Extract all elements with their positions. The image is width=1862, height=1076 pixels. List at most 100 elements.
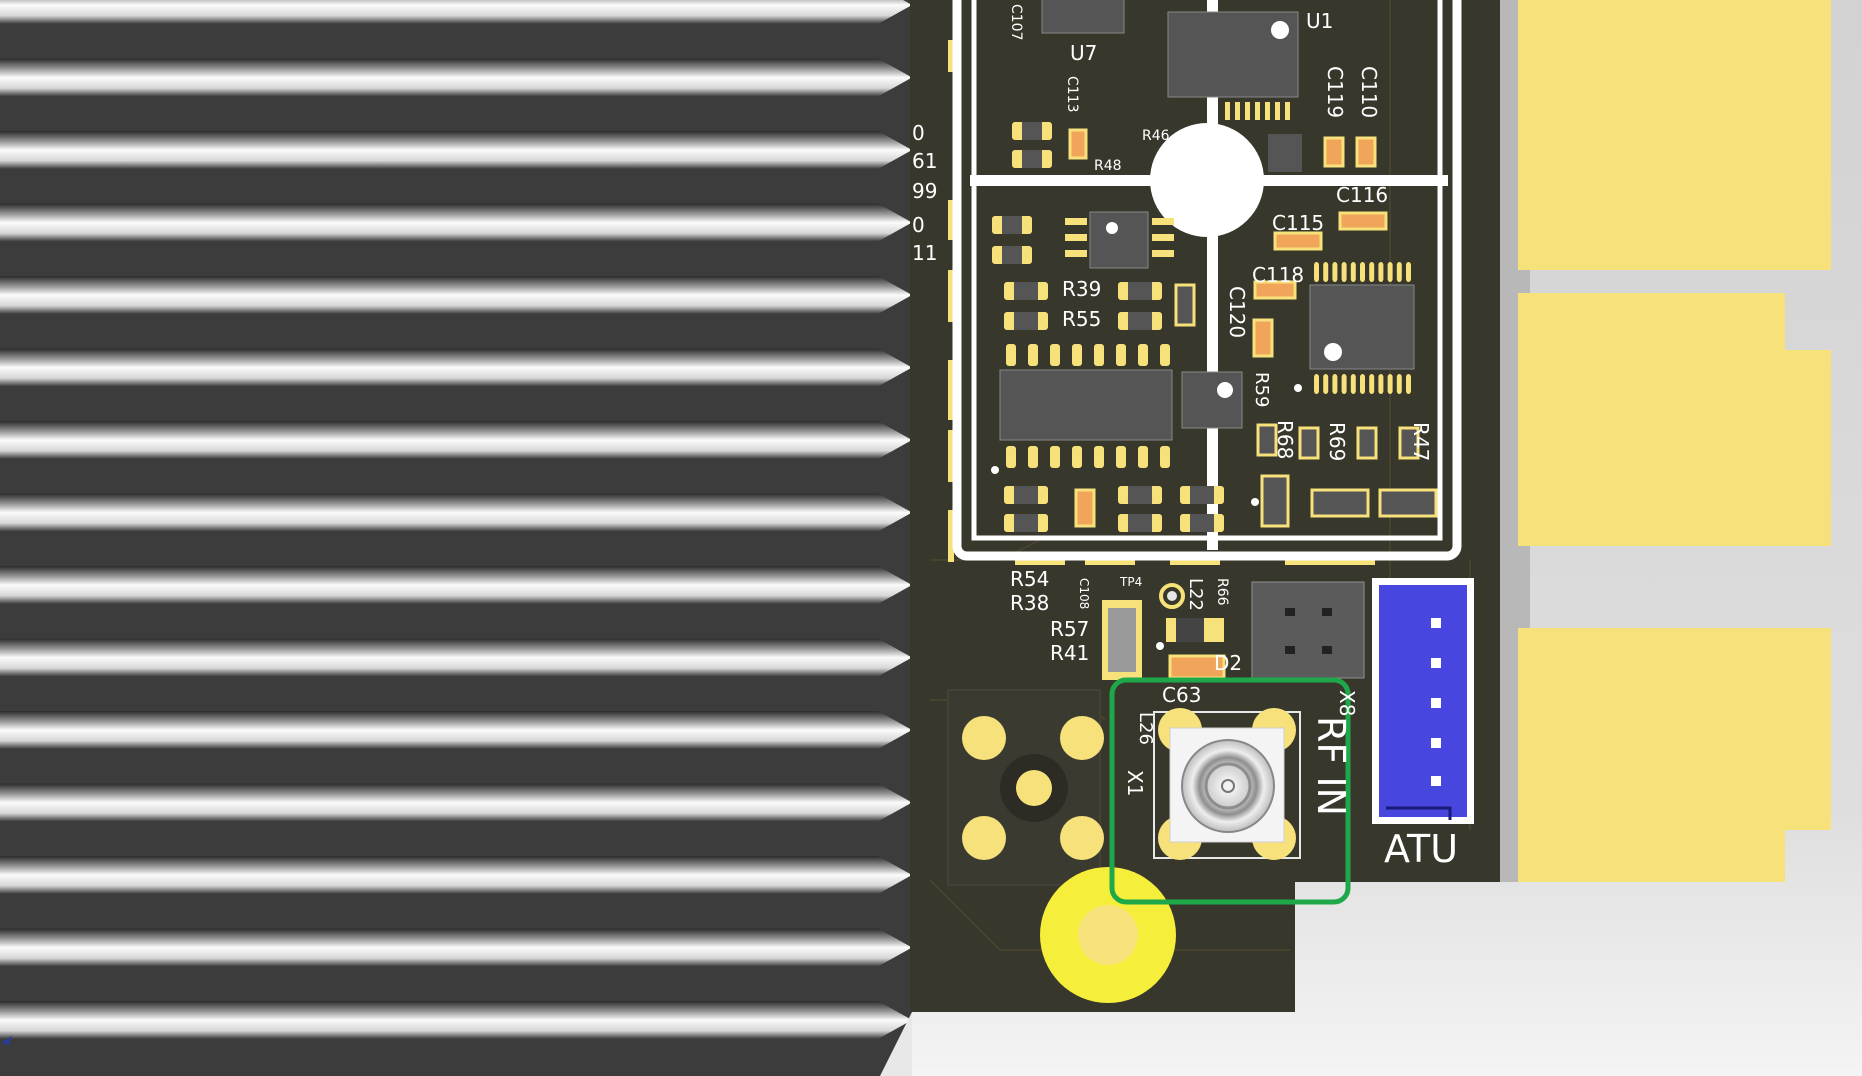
shield-vertical-rib: [1207, 0, 1218, 550]
chip-pin: [1006, 344, 1016, 366]
chip-pin: [1350, 262, 1356, 282]
chip-small-2: [1181, 371, 1243, 429]
heatsink-fin: [0, 421, 912, 459]
chip-pin: [1406, 262, 1411, 282]
label-r68: R68: [1273, 420, 1297, 459]
chip-pin: [1387, 374, 1393, 394]
chip-u7: [1041, 0, 1125, 34]
label-edge-2: 99: [912, 179, 937, 203]
chip-soic-large: [991, 344, 1173, 474]
chip-pin: [1378, 262, 1384, 282]
chip-pin: [1094, 344, 1104, 366]
label-r46: R46: [1142, 128, 1170, 144]
tp4-ring: [1159, 583, 1185, 609]
l22-body: [1176, 618, 1204, 642]
label-edge-1: 61: [912, 149, 937, 173]
chip-pin: [1323, 374, 1329, 394]
pad-bl: [962, 816, 1006, 860]
label-c115: C115: [1272, 211, 1324, 235]
chip-pin: [1360, 374, 1365, 394]
chip-pin: [1050, 446, 1060, 468]
lower-components: [1102, 581, 1365, 680]
label-tp4: TP4: [1119, 575, 1142, 589]
label-l22: L22: [1185, 578, 1206, 611]
sma-pin: [1221, 779, 1235, 793]
heatsink-corner: [880, 1012, 912, 1076]
label-r39: R39: [1062, 277, 1101, 301]
heatsink-fin: [0, 493, 912, 532]
heatsink-fin: [0, 1001, 912, 1039]
rf-shield-frame: [952, 0, 1462, 561]
label-c63: C63: [1162, 683, 1201, 707]
chip-pin: [1323, 262, 1329, 282]
chip-pin: [1341, 262, 1347, 282]
resistors-left: [992, 216, 1196, 330]
chip-pin: [1396, 374, 1402, 394]
heatsink-fin: [0, 856, 912, 894]
chip-pin: [1350, 374, 1356, 394]
label-c116: C116: [1336, 183, 1388, 207]
label-r66: R66: [1214, 578, 1230, 606]
heatsink-fin: [0, 131, 912, 169]
chip-pin: [1116, 344, 1126, 366]
label-r57: R57: [1050, 617, 1089, 641]
chip-u1-pins: [1225, 102, 1290, 120]
label-r54: R54: [1010, 567, 1049, 591]
shield-outer: [952, 0, 1462, 561]
chip-pin: [1387, 262, 1393, 282]
components: [991, 0, 1438, 532]
right-pads: [1500, 0, 1831, 882]
right-pad-2: [1518, 293, 1831, 546]
label-c120: C120: [1225, 286, 1249, 338]
chip-pin: [1028, 344, 1038, 366]
chip-pin: [1314, 262, 1319, 282]
pad-tr: [1060, 716, 1104, 760]
chip-pin: [1138, 446, 1148, 468]
chip-pin: [1360, 262, 1365, 282]
label-r41: R41: [1050, 641, 1089, 665]
heatsink-fins: [0, 0, 912, 1039]
atu-connector-latch: [1386, 806, 1452, 820]
chip-pin: [1406, 374, 1411, 394]
heatsink-fin: [0, 928, 912, 967]
chip-pin: [1160, 344, 1170, 366]
heatsink-fin: [0, 566, 912, 604]
chip-pin: [1332, 374, 1338, 394]
label-edge-0: 0: [912, 121, 925, 145]
sma-outline: [1153, 711, 1301, 859]
chip-pin: [1072, 446, 1082, 468]
chip-pin: [1378, 374, 1384, 394]
chip-pin: [1341, 374, 1347, 394]
chip-pin: [1314, 374, 1319, 394]
label-l26: L26: [1135, 712, 1156, 745]
label-c113: C113: [1064, 76, 1080, 113]
heatsink-fin: [0, 783, 912, 822]
pad-tl: [962, 716, 1006, 760]
label-c110: C110: [1357, 66, 1381, 118]
heatsink-base: [0, 0, 912, 1076]
pad-center: [1016, 770, 1052, 806]
heatsink-fin: [0, 58, 912, 97]
ground-pad-center: [1078, 905, 1138, 965]
label-u1: U1: [1306, 9, 1333, 33]
heatsink-fin: [0, 0, 912, 24]
chip-sot-dot: [1106, 222, 1118, 234]
sma-inner-ring: [1204, 762, 1252, 810]
chip-sot: [1089, 211, 1149, 269]
resistors-top: [1012, 122, 1388, 358]
chip-u1-dot: [1271, 21, 1289, 39]
axis-triad-icon: [2, 1036, 12, 1046]
chip-pin: [1028, 446, 1038, 468]
label-x8: X8: [1335, 690, 1359, 716]
right-pad-1: [1518, 0, 1831, 270]
label-d2: D2: [1214, 651, 1242, 675]
heatsink-fin: [0, 348, 912, 387]
right-pad-3: [1518, 628, 1831, 882]
chip-pin: [1160, 446, 1170, 468]
chip-pin: [1396, 262, 1402, 282]
shield-mount-disc: [1150, 123, 1264, 237]
chip-small: [1268, 134, 1302, 172]
chip-sot-pins: [1065, 218, 1174, 257]
d2-dot: [1156, 642, 1164, 650]
label-edge-4: 11: [912, 241, 937, 265]
